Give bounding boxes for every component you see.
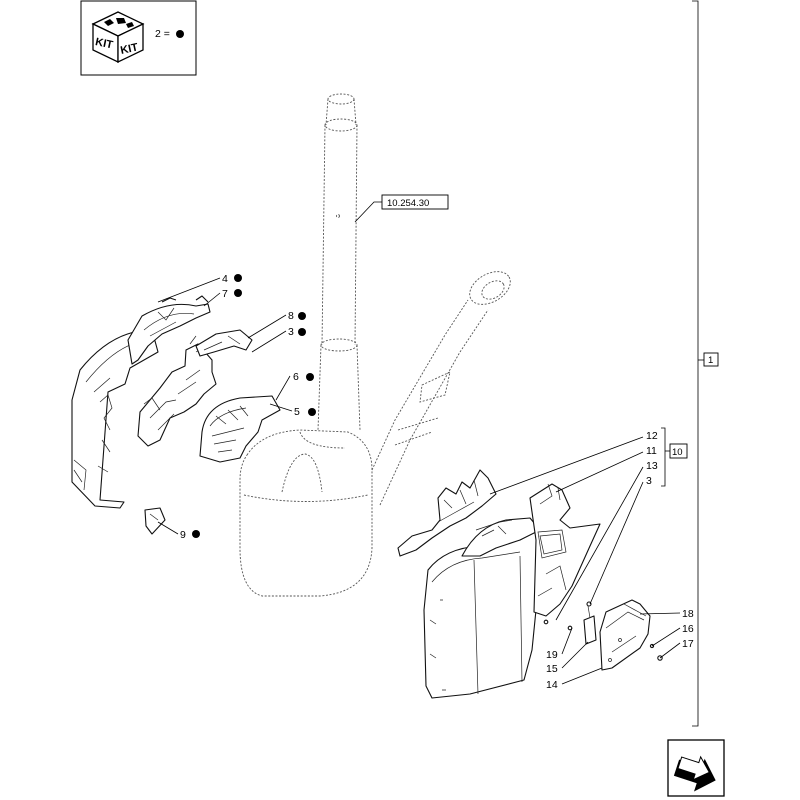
exhaust-assembly-ghost (239, 93, 511, 597)
kit-label-right: KIT (119, 41, 139, 56)
group-ref-box (669, 443, 688, 459)
kit-box-icon: KIT KIT (91, 11, 145, 64)
callout-13: 13 (646, 460, 658, 472)
clip-part-9 (144, 507, 166, 535)
heat-shield-part (599, 599, 651, 671)
kit-legend-text: 2 = (155, 28, 170, 40)
callout-14: 14 (546, 679, 558, 691)
callout-11: 11 (646, 445, 657, 457)
callout-3-lower: 3 (646, 475, 652, 487)
kit-legend-dot (176, 30, 184, 38)
callout-18: 18 (682, 608, 694, 620)
kit-label-left: KIT (94, 36, 114, 51)
next-page-button[interactable] (667, 739, 725, 797)
upper-right-bracket-part (397, 469, 497, 557)
next-page-arrow-icon (673, 755, 716, 792)
side-ref: 1 (708, 355, 713, 366)
callout-16: 16 (682, 623, 694, 635)
small-bracket-part (195, 329, 253, 357)
kit-legend: KIT KIT 2 = (80, 0, 197, 76)
callouts: 4 7 8 3 6 5 9 12 11 13 3 (157, 273, 694, 691)
callout-3-upper: 3 (288, 326, 294, 338)
callout-4: 4 (222, 273, 228, 285)
callout-9: 9 (180, 529, 186, 541)
callout-8: 8 (288, 310, 294, 322)
callout-19: 19 (546, 649, 558, 661)
ref-10-254-30: 10.254.30 (354, 194, 449, 223)
side-ref-box (703, 352, 719, 367)
left-bracket-part (137, 335, 217, 447)
callout-15: 15 (546, 663, 558, 675)
callout-5: 5 (294, 406, 300, 418)
callout-7: 7 (222, 288, 228, 300)
callout-6: 6 (293, 371, 299, 383)
group-ref: 10 (672, 447, 683, 458)
left-cover-part (71, 295, 211, 509)
ref-main-text: 10.254.30 (387, 198, 429, 209)
group-bracket: 1 (692, 0, 719, 727)
gasket-plate-part (199, 395, 281, 463)
right-cover-part (423, 483, 601, 699)
callout-12: 12 (646, 430, 658, 442)
callout-17: 17 (682, 638, 694, 650)
